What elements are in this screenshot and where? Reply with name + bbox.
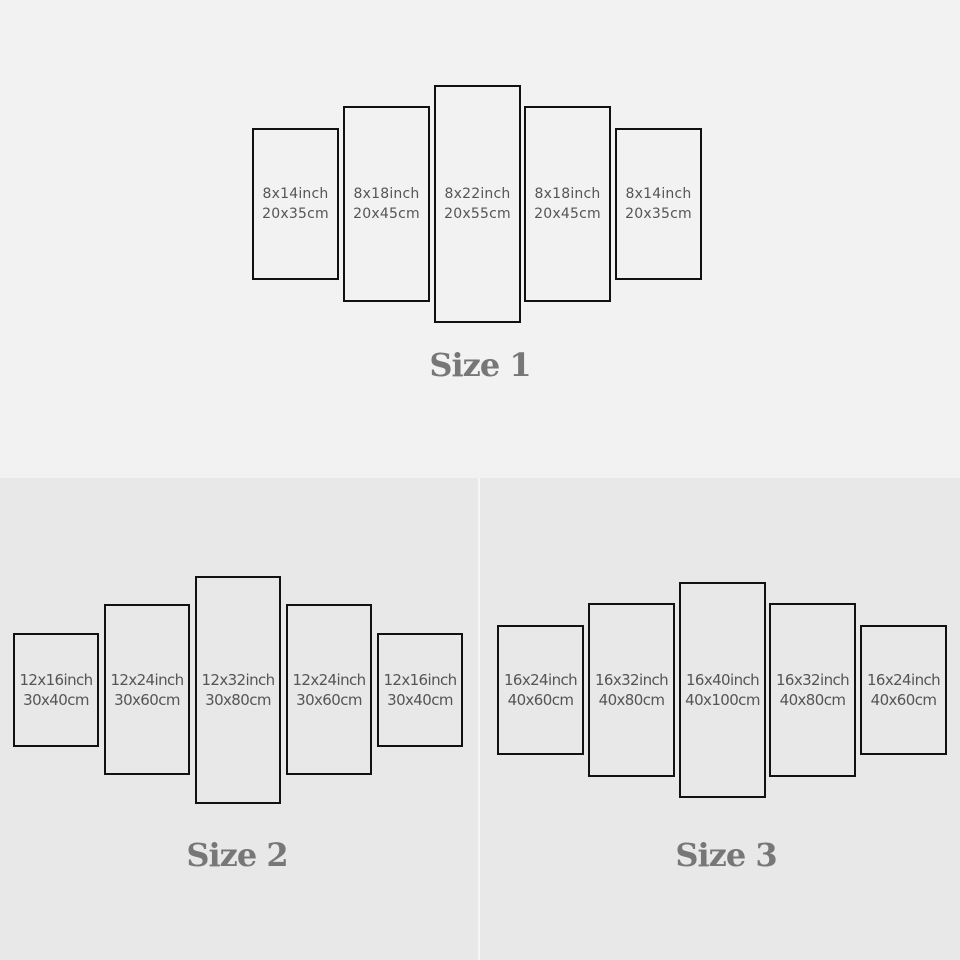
size-1-panel-1: 8x14inch 20x35cm [252,128,339,280]
size-3-panel-3: 16x40inch 40x100cm [679,582,766,798]
section-divider [478,478,480,960]
size-2-title: Size 2 [186,836,288,874]
panel-cm-label: 40x100cm [685,691,760,709]
panel-inch-label: 8x18inch [534,186,601,202]
size-1-title: Size 1 [429,346,531,384]
size-3-panel-4: 16x32inch 40x80cm [769,603,856,777]
size-1-panel-5: 8x14inch 20x35cm [615,128,702,280]
size-3-panel-5: 16x24inch 40x60cm [860,625,947,755]
panel-inch-label: 12x32inch [201,671,275,689]
panel-cm-label: 20x45cm [534,206,601,222]
panel-inch-label: 12x24inch [110,670,184,689]
panel-cm-label: 30x40cm [387,691,453,709]
panel-cm-label: 30x60cm [114,690,180,709]
size-2-panel-1: 12x16inch 30x40cm [13,633,99,747]
size-3-section [478,478,960,960]
panel-inch-label: 16x40inch [685,671,760,689]
panel-inch-label: 8x22inch [444,186,511,202]
panel-cm-label: 40x80cm [598,691,665,709]
size-2-panel-2: 12x24inch 30x60cm [104,604,190,775]
panel-cm-label: 40x60cm [507,691,574,709]
size-2-section [0,478,478,960]
size-2-panel-3: 12x32inch 30x80cm [195,576,281,804]
panel-cm-label: 40x60cm [870,691,937,709]
panel-cm-label: 20x55cm [444,206,511,222]
size-3-title: Size 3 [675,836,777,874]
panel-cm-label: 40x80cm [779,691,846,709]
size-3-panel-1: 16x24inch 40x60cm [497,625,584,755]
size-1-panel-2: 8x18inch 20x45cm [343,106,430,302]
panel-cm-label: 20x35cm [262,206,329,222]
panel-cm-label: 20x35cm [625,206,692,222]
panel-inch-label: 16x32inch [775,671,850,689]
panel-inch-label: 12x24inch [292,670,366,689]
panel-inch-label: 12x16inch [19,671,93,689]
size-2-panel-4: 12x24inch 30x60cm [286,604,372,775]
panel-inch-label: 16x24inch [866,671,941,689]
panel-inch-label: 16x32inch [594,671,669,689]
size-1-panel-3: 8x22inch 20x55cm [434,85,521,323]
panel-inch-label: 12x16inch [383,671,457,689]
panel-inch-label: 8x14inch [625,186,692,202]
panel-cm-label: 30x40cm [23,691,89,709]
panel-inch-label: 8x18inch [353,186,420,202]
size-2-panel-5: 12x16inch 30x40cm [377,633,463,747]
panel-cm-label: 20x45cm [353,206,420,222]
panel-inch-label: 8x14inch [262,186,329,202]
panel-cm-label: 30x60cm [296,690,362,709]
panel-inch-label: 16x24inch [503,671,578,689]
size-1-panel-4: 8x18inch 20x45cm [524,106,611,302]
panel-cm-label: 30x80cm [205,691,271,709]
size-3-panel-2: 16x32inch 40x80cm [588,603,675,777]
size-1-section [0,0,960,478]
